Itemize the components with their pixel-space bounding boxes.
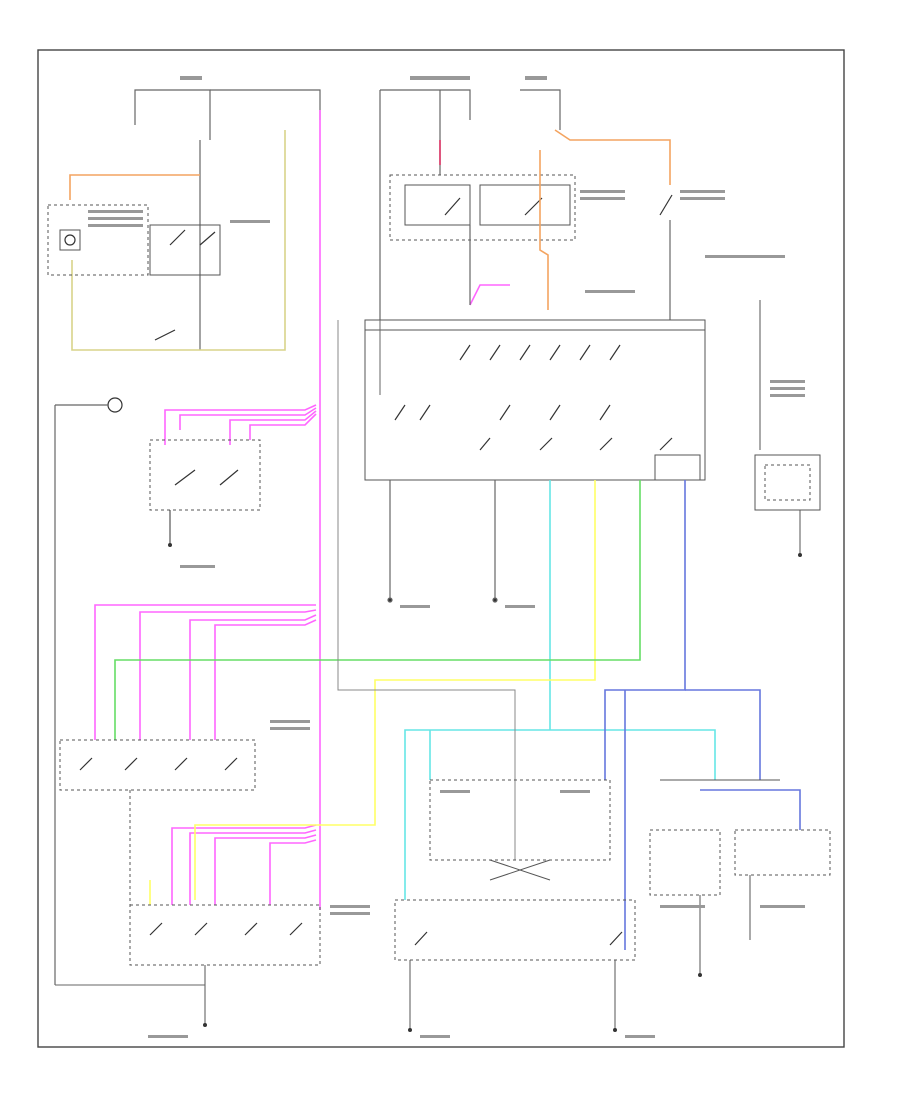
right-lamp-area	[649, 779, 831, 977]
top-power-bus	[134, 89, 561, 350]
gray-signal-line	[337, 320, 516, 860]
center-lamp-area	[394, 779, 636, 1032]
orange-wire-left	[69, 174, 200, 200]
central-switch-module	[389, 129, 673, 320]
right-relay	[754, 300, 821, 557]
left-lamp-assembly	[54, 397, 261, 985]
multifunction-switch	[364, 319, 706, 481]
diagram-frame	[37, 49, 845, 1048]
label-marks	[88, 76, 805, 1038]
left-lamp-bank-lower	[55, 904, 321, 1027]
left-lamp-bank-upper	[59, 739, 256, 965]
cyan-wire-branch	[404, 729, 716, 900]
top-left-relay-block	[47, 130, 286, 351]
olive-wire-left	[71, 130, 286, 351]
green-wire	[114, 480, 641, 740]
switch-outputs	[387, 480, 498, 603]
pink-wire-bundle	[94, 110, 510, 910]
yellow-wire	[194, 480, 596, 900]
blue-wire	[604, 480, 686, 780]
